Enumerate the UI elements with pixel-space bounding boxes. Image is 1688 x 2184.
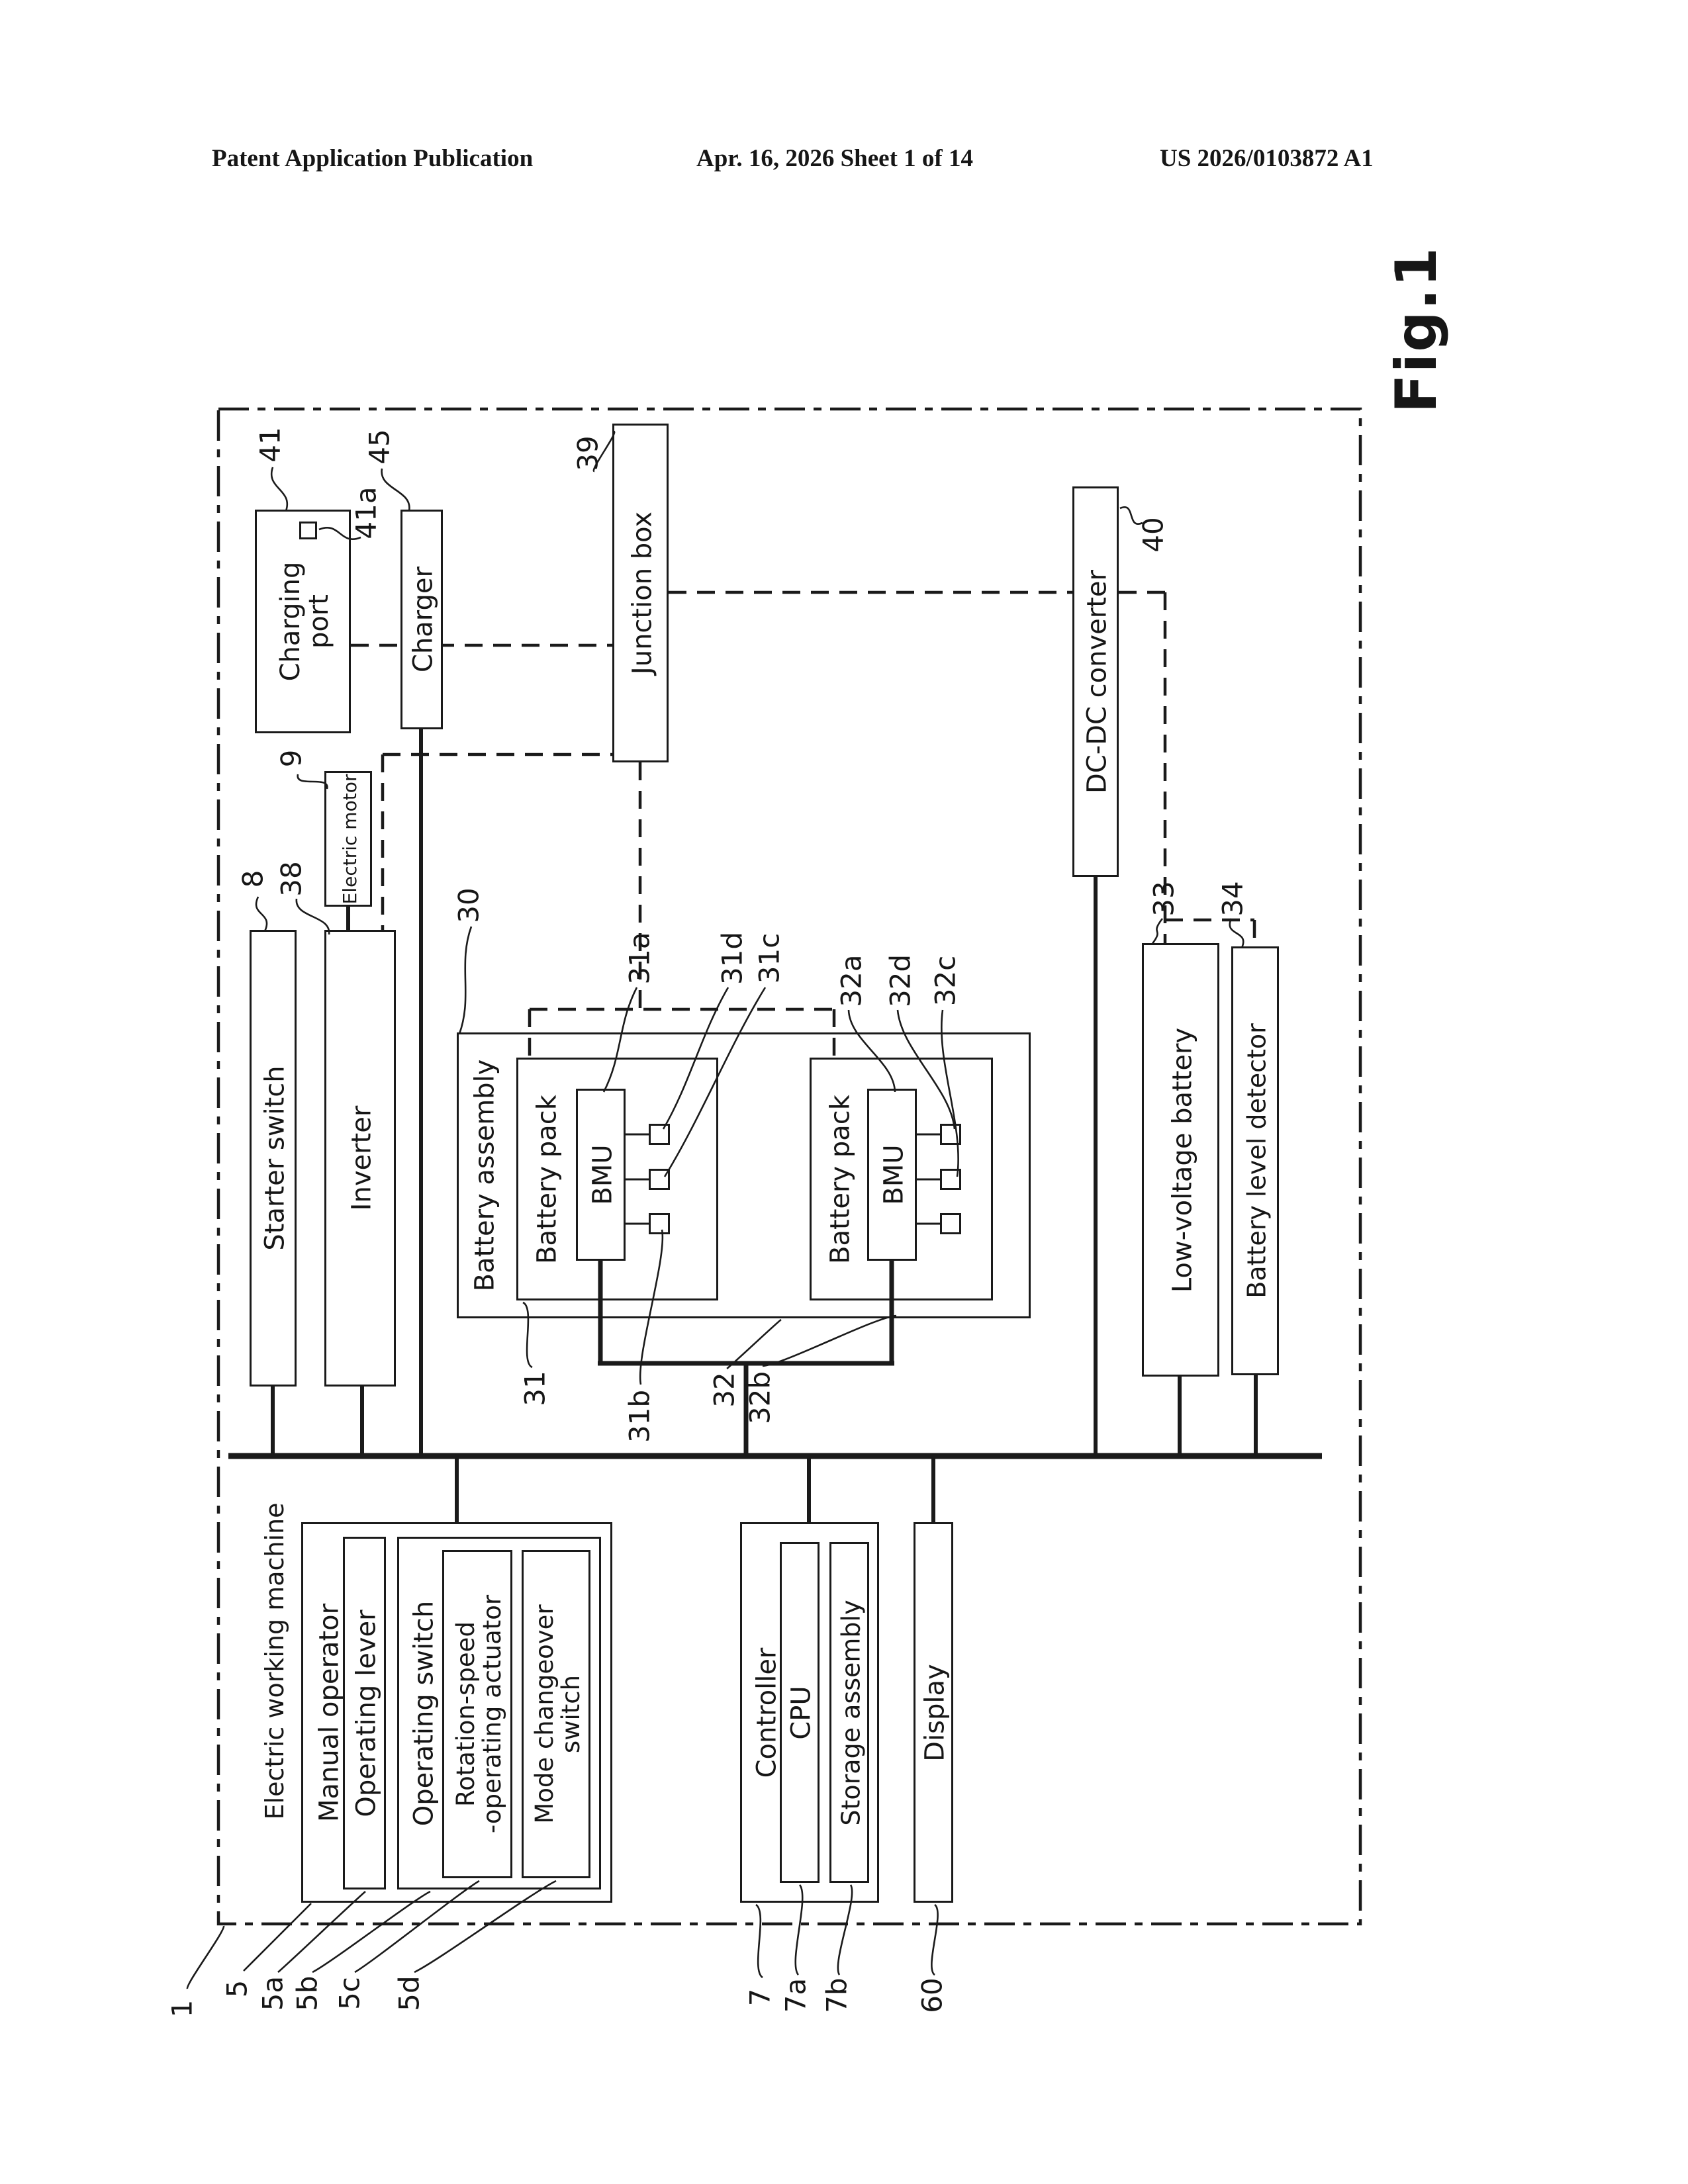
ref-31c: 31c: [753, 933, 786, 984]
ref-32c: 32c: [929, 955, 962, 1007]
storage-assembly-box: Storage assembly: [829, 1542, 869, 1883]
ref-34-leader: [1229, 918, 1244, 948]
ref-31a-leader: [602, 987, 638, 1093]
ref-7b-leader: [837, 1884, 853, 1976]
ref-31b-leader: [639, 1229, 664, 1385]
machine-outline-border: [216, 407, 1362, 1926]
page-header: Patent Application Publication Apr. 16, …: [0, 144, 1688, 177]
bmu-1-port-3: [649, 1213, 670, 1234]
ref-9: 9: [275, 749, 308, 768]
starter-switch-box: Starter switch: [250, 930, 297, 1387]
mode-changeover-switch-box: Mode changeover switch: [522, 1550, 590, 1878]
bmu-1-port-1: [649, 1124, 670, 1145]
ref-7a-leader: [794, 1884, 804, 1976]
ref-1: 1: [165, 1999, 199, 2018]
dcdc-converter-box: DC-DC converter: [1072, 486, 1119, 877]
ref-41: 41: [254, 427, 287, 463]
ref-40: 40: [1137, 517, 1170, 553]
ref-38: 38: [275, 861, 308, 897]
display-box: Display: [914, 1522, 953, 1903]
ref-41a-leader: [318, 527, 361, 540]
ref-5: 5: [220, 1979, 254, 1998]
ref-32-leader: [726, 1318, 782, 1370]
bmu-2-port-1: [940, 1124, 961, 1145]
low-voltage-battery-box: Low-voltage battery: [1142, 943, 1219, 1377]
machine-title: Electric working machine: [260, 1502, 289, 1820]
ref-5a: 5a: [256, 1976, 289, 2011]
charger-box: Charger: [400, 510, 443, 729]
ref-31a: 31a: [623, 932, 656, 985]
ref-32a: 32a: [835, 954, 868, 1007]
charging-connector-square: [299, 522, 317, 539]
ref-31-leader: [522, 1301, 533, 1369]
ref-30: 30: [452, 887, 485, 923]
ref-38-leader: [295, 898, 330, 935]
ref-32c-leader: [941, 1009, 959, 1177]
ref-5d: 5d: [393, 1976, 426, 2011]
ref-45: 45: [363, 429, 396, 465]
ref-31c-leader: [663, 987, 767, 1177]
ref-32b-leader: [762, 1314, 897, 1367]
ref-5b-leader: [312, 1890, 431, 1974]
ref-8-leader: [255, 896, 268, 932]
battery-level-detector-box: Battery level detector: [1231, 946, 1279, 1375]
bmu-2-port-3: [940, 1213, 961, 1234]
bmu-1-port-2: [649, 1169, 670, 1190]
charging-port-box: Charging port: [255, 510, 351, 733]
ref-8: 8: [236, 870, 269, 888]
ref-39: 39: [571, 435, 604, 471]
electric-motor-box: Electric motor: [324, 771, 372, 907]
bmu-1-box: BMU: [576, 1089, 626, 1261]
rotation-speed-actuator-box: Rotation-speed -operating actuator: [442, 1550, 512, 1878]
ref-5-leader: [243, 1903, 312, 1972]
ref-31: 31: [518, 1371, 551, 1406]
ref-5b: 5b: [291, 1976, 324, 2011]
ref-7a: 7a: [779, 1978, 812, 2013]
figure-number: Fig.1: [1383, 246, 1450, 414]
ref-34: 34: [1216, 881, 1249, 917]
ref-7-leader: [755, 1903, 763, 1979]
ref-5d-leader: [414, 1880, 557, 1974]
ref-5a-leader: [277, 1891, 366, 1973]
cpu-box: CPU: [780, 1542, 820, 1883]
ref-60-leader: [931, 1903, 939, 1976]
ref-41a: 41a: [350, 486, 383, 539]
junction-box: Junction box: [612, 424, 669, 762]
ref-9-leader: [297, 774, 328, 790]
ref-5c-leader: [354, 1880, 480, 1974]
ref-1-leader: [186, 1925, 225, 1989]
bmu-2-box: BMU: [867, 1089, 917, 1261]
header-publication: Patent Application Publication: [212, 145, 534, 172]
ref-32d: 32d: [884, 954, 917, 1008]
ref-33-leader: [1150, 918, 1164, 945]
ref-32: 32: [708, 1372, 741, 1408]
ref-31d-leader: [662, 987, 729, 1130]
operating-lever-box: Operating lever: [343, 1537, 386, 1889]
ref-40-leader: [1119, 506, 1143, 525]
ref-30-leader: [458, 926, 473, 1034]
inverter-box: Inverter: [324, 930, 396, 1387]
ref-31d: 31d: [716, 931, 749, 985]
header-date-sheet: Apr. 16, 2026 Sheet 1 of 14: [696, 145, 973, 172]
ref-5c: 5c: [333, 1977, 366, 2010]
ref-32b: 32b: [743, 1371, 776, 1425]
ref-41-leader: [270, 467, 289, 512]
ref-39-leader: [592, 430, 616, 473]
ref-32d-leader: [896, 1009, 956, 1130]
ref-32a-leader: [847, 1009, 896, 1093]
ref-33: 33: [1147, 881, 1180, 917]
header-publication-number: US 2026/0103872 A1: [1160, 145, 1374, 172]
ref-45-leader: [381, 468, 410, 512]
ref-7: 7: [743, 1988, 776, 2007]
ref-60: 60: [915, 1978, 949, 2013]
ref-31b: 31b: [623, 1389, 656, 1443]
ref-7b: 7b: [820, 1978, 853, 2013]
